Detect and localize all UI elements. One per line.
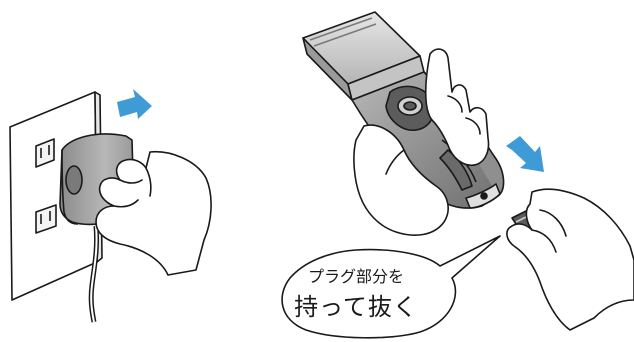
callout-bubble: [281, 235, 501, 339]
callout-text-line2: 持って抜く: [294, 293, 418, 321]
hand-right-upper: [353, 48, 490, 236]
hand-right-lower: [506, 188, 634, 331]
hand-left: [95, 150, 212, 276]
callout-text-line1: プラグ部分を: [307, 267, 404, 286]
arrow-down-right-icon: [506, 136, 544, 172]
arrow-right-icon: [117, 89, 152, 119]
